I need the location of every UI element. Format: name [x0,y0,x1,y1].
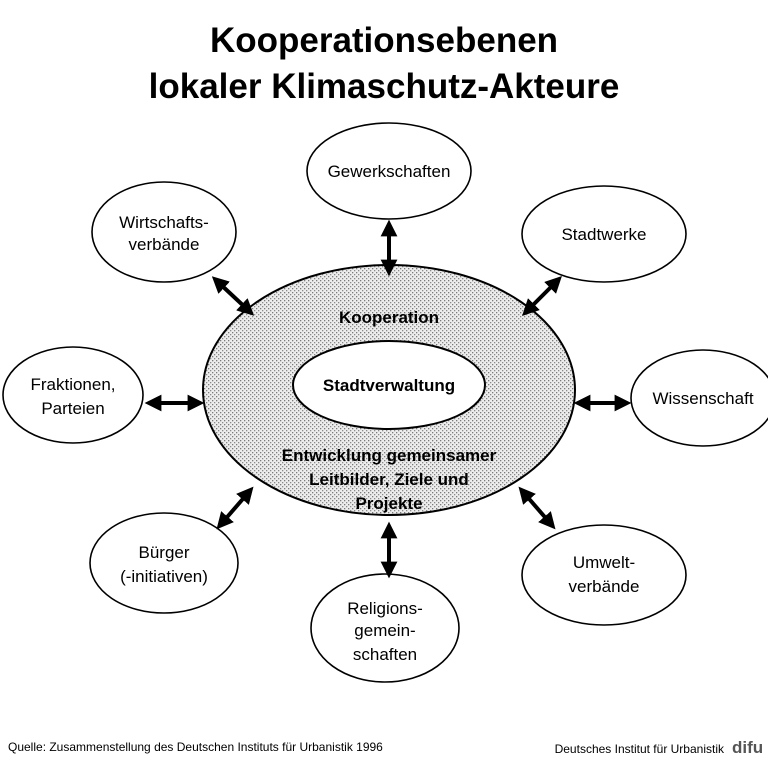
actor-label: Stadtwerke [561,225,646,244]
actor-label: Bürger [138,543,189,562]
actor-ellipse [89,512,239,614]
connection-arrows [144,219,632,579]
title-line-2: lokaler Klimaschutz-Akteure [149,67,620,106]
goals-line: Projekte [355,494,422,513]
stadtverwaltung-ellipse [292,340,486,430]
arrow-buerger [216,486,254,530]
goals-line: Leitbilder, Ziele und [309,470,469,489]
actor-ellipse [91,181,237,283]
source-note: Quelle: Zusammenstellung des Deutschen I… [8,740,383,754]
actor-label: Wirtschafts- [119,213,209,232]
arrow-umweltverbaende [518,486,556,530]
actor-buerger: Bürger (-initiativen) [89,512,239,614]
actor-stadtwerke: Stadtwerke [521,185,687,283]
actor-label: Umwelt- [573,553,635,572]
actor-fraktionen: Fraktionen, Parteien [2,346,144,444]
actor-ellipse [521,524,687,626]
actor-ellipse [306,122,472,220]
arrow-stadtwerke [522,276,562,316]
actor-label: Parteien [41,399,104,418]
stadtverwaltung-label: Stadtverwaltung [323,376,455,395]
title-line-1: Kooperationsebenen [210,21,558,60]
actor-label: (-initiativen) [120,567,208,586]
actor-ellipse [2,346,144,444]
goals-line: Entwicklung gemeinsamer [282,446,497,465]
actor-label: Gewerkschaften [328,162,451,181]
actor-label: Religions- [347,599,423,618]
actor-label: gemein- [354,621,415,640]
actor-religionsgemeinschaften: Religions- gemein- schaften [310,573,460,683]
actor-ellipse [521,185,687,283]
actor-label: Wissenschaft [652,389,753,408]
actor-gewerkschaften: Gewerkschaften [306,122,472,220]
difu-logo-text: difu [732,738,763,757]
actor-umweltverbaende: Umwelt- verbände [521,524,687,626]
institute-name: Deutsches Institut für Urbanistik [555,742,725,756]
actor-label: schaften [353,645,417,664]
arrow-wirtschaftsverbaende [211,276,255,316]
cooperation-goals-text: Entwicklung gemeinsamer Leitbilder, Ziel… [282,446,497,513]
difu-logo: difu [730,736,764,757]
actor-label: Fraktionen, [30,375,115,394]
actor-wissenschaft: Wissenschaft [630,349,768,447]
actor-label: verbände [569,577,640,596]
cooperation-label: Kooperation [339,308,439,327]
actor-label: verbände [129,235,200,254]
actor-wirtschaftsverbaende: Wirtschafts- verbände [91,181,237,283]
